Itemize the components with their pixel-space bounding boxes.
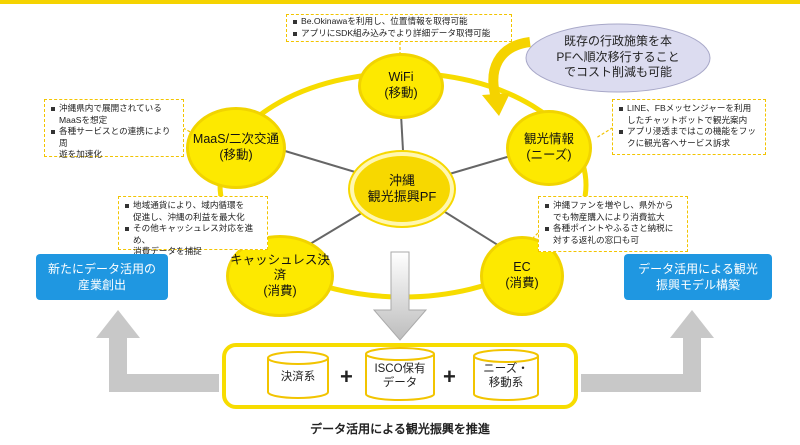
left-l-arrow-icon [109, 336, 219, 392]
blue-box-right: データ活用による観光 振興モデル構築 [624, 254, 772, 300]
note-cashless-item: 地域通貨により、域内循環を 促進し、沖縄の利益を最大化 [125, 200, 261, 223]
blue-box-left: 新たにデータ活用の 産業創出 [36, 254, 168, 300]
note-maas: 沖縄県内で展開されている MaaSを想定 各種サービスとの連携により周 遊を加速… [44, 99, 184, 159]
caption: データ活用による観光振興を推進 [310, 422, 490, 436]
callout-text: 既存の行政施策を本 PFへ順次移行すること でコスト削減も可能 [556, 34, 680, 80]
note-ec-item: 沖縄ファンを増やし、県外から でも物産購入により消費拡大 [545, 200, 681, 223]
right-l-arrowhead [670, 310, 714, 338]
node-ec-label: EC (消費) [505, 260, 539, 290]
node-wifi-label: WiFi (移動) [384, 70, 418, 100]
note-cashless: 地域通貨により、域内循環を 促進し、沖縄の利益を最大化 その他キャッシュレス対応… [118, 196, 268, 256]
note-ec: 沖縄ファンを増やし、県外から でも物産購入により消費拡大 各種ポイントやふるさと… [538, 196, 688, 252]
note-tourism: LINE、FBメッセンジャーを利用 したチャットボットで観光案内 アプリ浸透まで… [612, 99, 766, 155]
node-cashless-label: キャッシュレス決済 (消費) [230, 252, 330, 298]
center-platform-label: 沖縄 観光振興PF [367, 172, 437, 204]
node-maas-label: MaaS/二次交通 (移動) [192, 132, 280, 162]
cylinder-payment [267, 358, 329, 399]
source-isco-label: ISCO保有 データ [374, 363, 426, 390]
right-l-arrow-icon [581, 336, 701, 392]
curved-arrow-icon [488, 37, 531, 100]
note-maas-item: 各種サービスとの連携により周 遊を加速化 [51, 126, 177, 161]
plus-sign: + [443, 364, 456, 389]
left-l-arrowhead [96, 310, 140, 338]
note-wifi-item: アプリにSDK組み込みでより詳細データ取得可能 [293, 28, 505, 40]
source-payment-label: 決済系 [280, 371, 316, 383]
note-maas-item: 沖縄県内で展開されている MaaSを想定 [51, 103, 177, 126]
center-platform: 沖縄 観光振興PF [350, 152, 454, 226]
cylinder-isco [365, 354, 435, 401]
plus-sign: + [340, 364, 353, 389]
callout-bubble [525, 23, 711, 93]
note-tourism-item: アプリ浸透まではこの機能をフッ クに観光客へサービス訴求 [619, 126, 759, 149]
down-arrow-icon [372, 251, 428, 341]
note-ec-item: 各種ポイントやふるさと納税に 対する返礼の窓口も可 [545, 223, 681, 246]
curved-arrow-head [482, 93, 510, 116]
cylinder-needs [473, 356, 539, 401]
node-tourism-info-label: 観光情報 (ニーズ) [523, 132, 574, 162]
node-wifi: WiFi (移動) [358, 53, 444, 119]
node-tourism-info: 観光情報 (ニーズ) [506, 110, 592, 186]
note-wifi: Be.Okinawaを利用し、位置情報を取得可能 アプリにSDK組み込みでより詳… [286, 14, 512, 42]
note-tourism-item: LINE、FBメッセンジャーを利用 したチャットボットで観光案内 [619, 103, 759, 126]
source-needs-label: ニーズ・ 移動系 [483, 363, 529, 390]
note-wifi-item: Be.Okinawaを利用し、位置情報を取得可能 [293, 16, 505, 28]
node-maas: MaaS/二次交通 (移動) [186, 107, 286, 189]
note-cashless-item: その他キャッシュレス対応を進め、 消費データを捕捉 [125, 223, 261, 258]
top-rule [0, 0, 800, 4]
